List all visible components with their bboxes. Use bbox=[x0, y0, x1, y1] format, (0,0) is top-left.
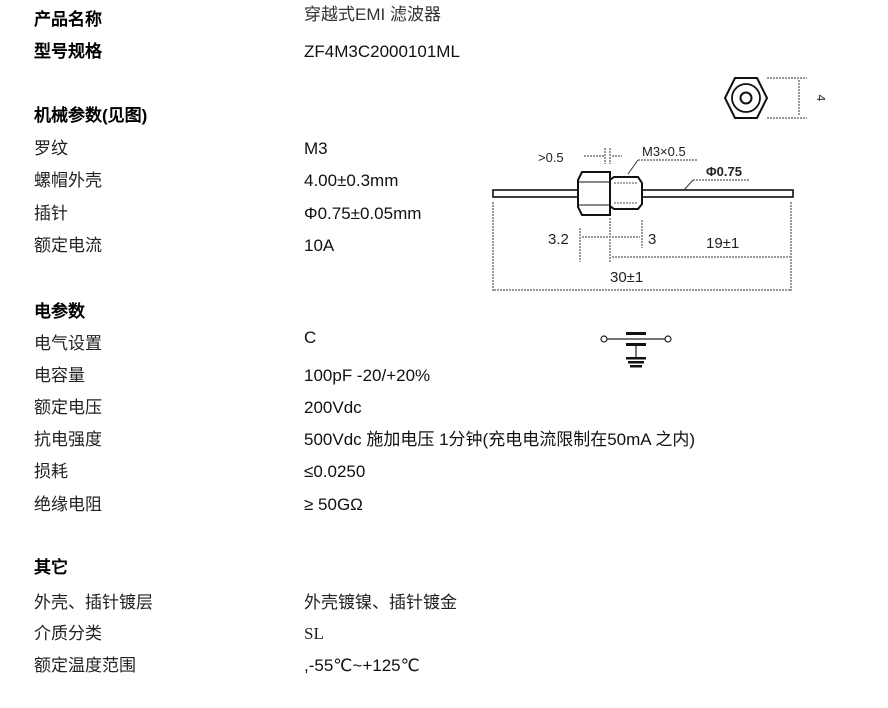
svg-text:>0.5: >0.5 bbox=[538, 150, 564, 165]
mech-value-pin: Φ0.75±0.05mm bbox=[304, 204, 422, 223]
svg-text:M3×0.5: M3×0.5 bbox=[642, 144, 686, 159]
electrical-section-title: 电参数 bbox=[34, 302, 85, 321]
mech-value-nut-shell: 4.00±0.3mm bbox=[304, 171, 399, 190]
elec-label-loss: 损耗 bbox=[34, 462, 68, 481]
svg-text:30±1: 30±1 bbox=[610, 269, 643, 286]
mech-value-thread: M3 bbox=[304, 139, 328, 158]
elec-value-insulation: ≥ 50GΩ bbox=[304, 495, 363, 514]
other-label-temp-range: 额定温度范围 bbox=[34, 656, 136, 675]
elec-value-rated-voltage: 200Vdc bbox=[304, 398, 362, 417]
other-label-plating: 外壳、插针镀层 bbox=[34, 593, 153, 612]
other-value-temp-range: ,-55℃~+125℃ bbox=[304, 656, 420, 675]
mechanical-section-title: 机械参数(见图) bbox=[34, 106, 148, 125]
other-section-title: 其它 bbox=[34, 558, 68, 577]
filter-side-view-drawing: >0.5 M3×0.5 Φ0.75 3.2 3 19±1 30±1 bbox=[492, 144, 794, 292]
svg-text:19±1: 19±1 bbox=[706, 235, 739, 252]
model-label: 型号规格 bbox=[34, 42, 102, 61]
hex-end-view-icon: 4 bbox=[723, 77, 825, 119]
svg-text:3.2: 3.2 bbox=[548, 231, 569, 248]
elec-label-rated-voltage: 额定电压 bbox=[34, 398, 102, 417]
elec-value-loss: ≤0.0250 bbox=[304, 462, 366, 481]
svg-text:4: 4 bbox=[814, 95, 825, 102]
elec-value-capacitance: 100pF -20/+20% bbox=[304, 366, 431, 385]
elec-label-dielectric-strength: 抗电强度 bbox=[34, 430, 102, 449]
other-value-dielectric-class: SL bbox=[304, 624, 324, 643]
svg-text:3: 3 bbox=[648, 231, 656, 248]
mech-label-rated-current: 额定电流 bbox=[34, 236, 102, 255]
model-value: ZF4M3C2000101ML bbox=[304, 42, 460, 61]
elec-label-capacitance: 电容量 bbox=[34, 366, 85, 385]
mech-value-rated-current: 10A bbox=[304, 236, 335, 255]
product-name-label: 产品名称 bbox=[34, 10, 102, 29]
product-name-value: 穿越式EMI 滤波器 bbox=[304, 5, 441, 24]
capacitor-symbol-icon bbox=[600, 332, 672, 368]
other-value-plating: 外壳镀镍、插针镀金 bbox=[304, 593, 457, 612]
elec-value-config: C bbox=[304, 328, 317, 347]
mech-label-nut-shell: 螺帽外壳 bbox=[34, 171, 102, 190]
elec-value-dielectric-strength: 500Vdc 施加电压 1分钟(充电电流限制在50mA 之内) bbox=[304, 430, 696, 449]
elec-label-insulation: 绝缘电阻 bbox=[34, 495, 102, 514]
elec-label-config: 电气设置 bbox=[34, 334, 102, 353]
svg-text:Φ0.75: Φ0.75 bbox=[706, 164, 742, 179]
other-label-dielectric-class: 介质分类 bbox=[34, 624, 102, 643]
mech-label-pin: 插针 bbox=[34, 204, 68, 223]
mech-label-thread: 罗纹 bbox=[34, 139, 68, 158]
